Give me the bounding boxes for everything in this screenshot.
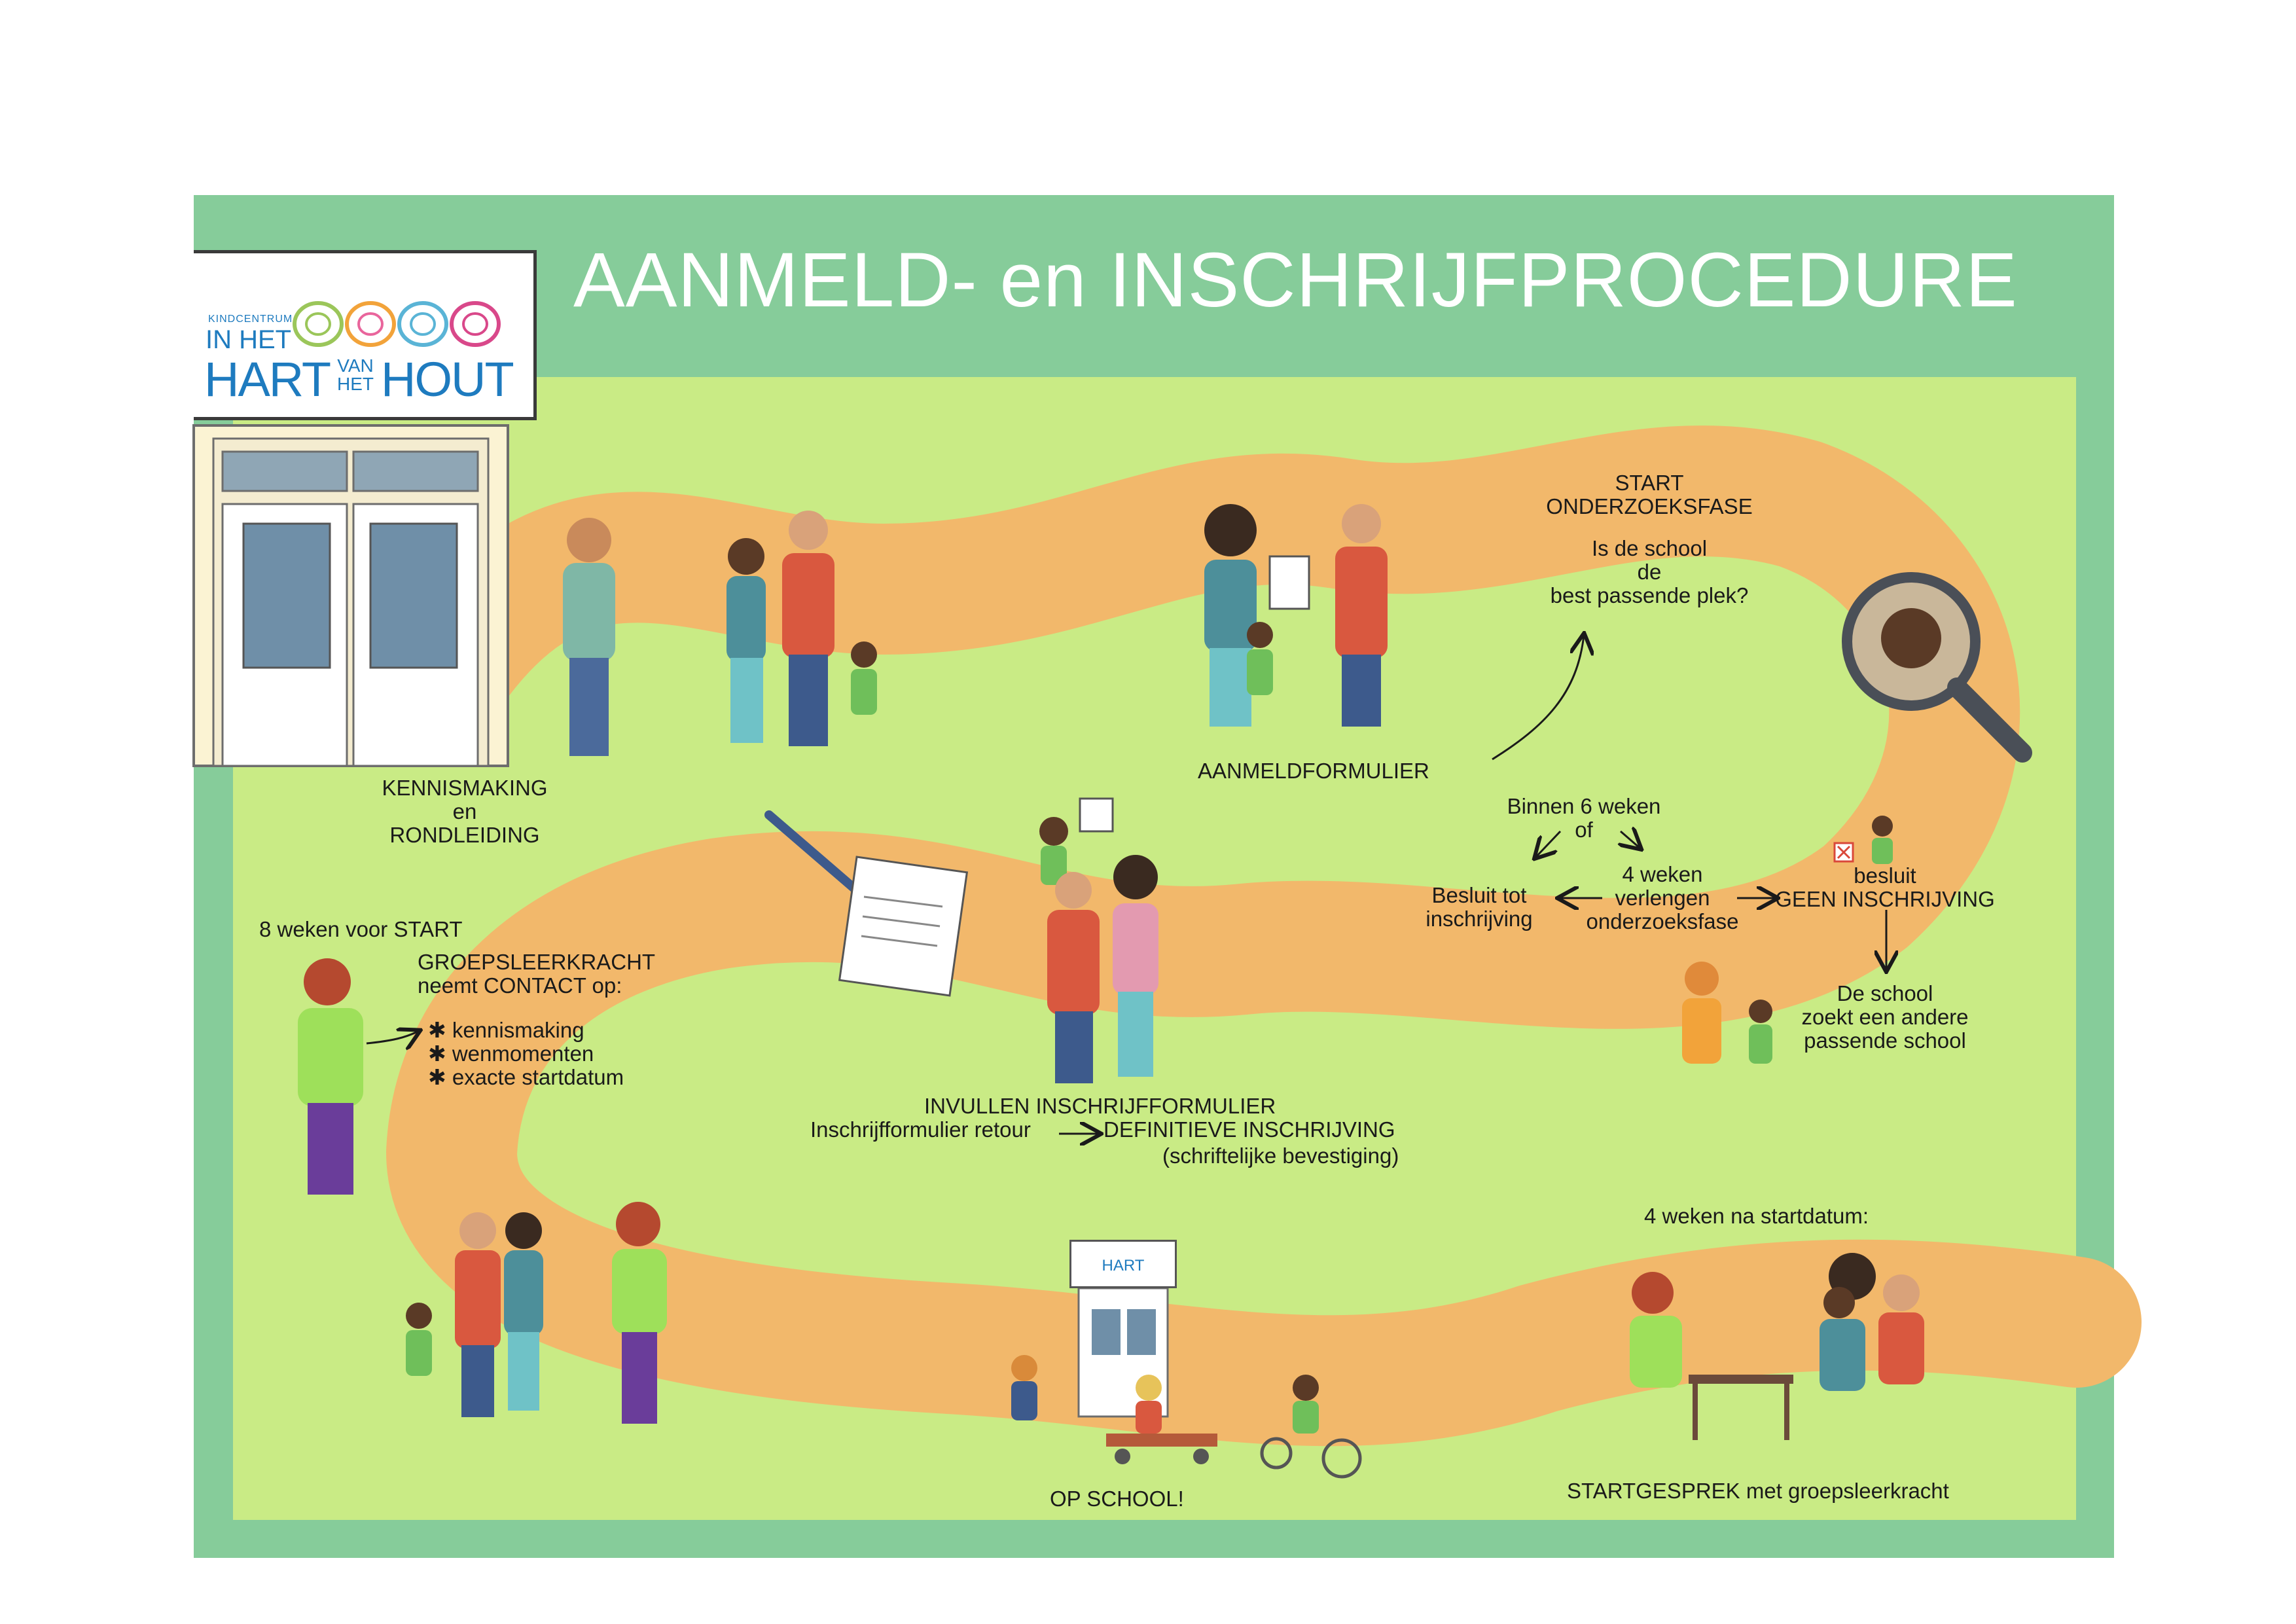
step-aanmeldformulier: AANMELDFORMULIER [1198,759,1429,783]
step-op-school: OP SCHOOL! [1050,1487,1184,1511]
four-weeks-after-start: 4 weken na startdatum: [1644,1204,1869,1228]
handshake-family-figures [406,1202,667,1424]
contact-list: ✱ kennismaking ✱ wenmomenten ✱ exacte st… [428,1019,624,1089]
small-sign-hart: HART [1102,1257,1145,1274]
school-logo: KINDCENTRUM IN HET HART VAN HET HOUT [194,250,537,420]
teacher-greeting-figure [563,518,615,756]
page-title: AANMELD- en INSCHRIJFPROCEDURE [573,237,2018,323]
parent-child-figures [1682,962,1772,1064]
star-bullet-icon: ✱ [428,1041,452,1066]
pen-icon [764,810,869,901]
step-startgesprek: STARTGESPREK met groepsleerkracht [1567,1479,1949,1503]
door-icon [192,424,509,767]
family-figures [726,511,877,746]
teacher-contact: GROEPSLEERKRACHT neemt CONTACT op: [418,950,656,998]
decision-enroll: Besluit tot inschrijving [1426,883,1533,931]
teacher-phone-figure [298,958,363,1195]
step-kennismaking: KENNISMAKING en RONDLEIDING [382,776,548,847]
star-bullet-icon: ✱ [428,1065,452,1089]
logo-rings-icon [293,301,501,347]
written-confirmation: (schriftelijke bevestiging) [1162,1144,1399,1168]
cross-box-icon [1833,816,1893,864]
definitive-enrollment: DEFINITIEVE INSCHRIJVING [1103,1117,1395,1142]
list-item: ✱ wenmomenten [428,1041,594,1066]
logo-kindcentrum: KINDCENTRUM [208,314,293,325]
aanmeld-family-figures [1204,504,1388,727]
arrow-icon [366,1031,419,1043]
startgesprek-figures [1630,1253,1924,1440]
list-item: ✱ exacte startdatum [428,1065,624,1089]
arrow-icon [1492,635,1584,761]
logo-in-het: IN HET [206,325,292,354]
arrow-icon [1621,831,1640,848]
logo-van-het: VAN HET [337,355,374,394]
list-item: ✱ kennismaking [428,1018,584,1042]
star-bullet-icon: ✱ [428,1018,452,1042]
logo-hout: HOUT [381,352,514,406]
within-six-weeks: Binnen 6 weken of [1507,794,1661,842]
step-start-onderzoeksfase: START ONDERZOEKSFASE [1546,471,1753,518]
step-invullen: INVULLEN INSCHRIJFFORMULIER [924,1094,1276,1118]
magnifier-icon [1842,572,2032,763]
school-question: Is de school de best passende plek? [1550,536,1749,607]
extend-four-weeks: 4 weken verlengen onderzoeksfase [1586,862,1739,933]
small-school-sign: HART [1069,1240,1177,1288]
eight-weeks-before: 8 weken voor START [259,917,463,941]
logo-hart: HART [204,352,331,406]
family-with-child-on-shoulders [1039,797,1158,1083]
arrow-icon [1535,830,1562,857]
form-return: Inschrijfformulier retour [810,1117,1031,1142]
form-icon [838,856,969,997]
decision-no-enroll: besluit GEEN INSCHRIJVING [1775,863,1995,911]
children-playing-figures [1011,1355,1362,1479]
find-other-school: De school zoekt een andere passende scho… [1801,981,1969,1053]
